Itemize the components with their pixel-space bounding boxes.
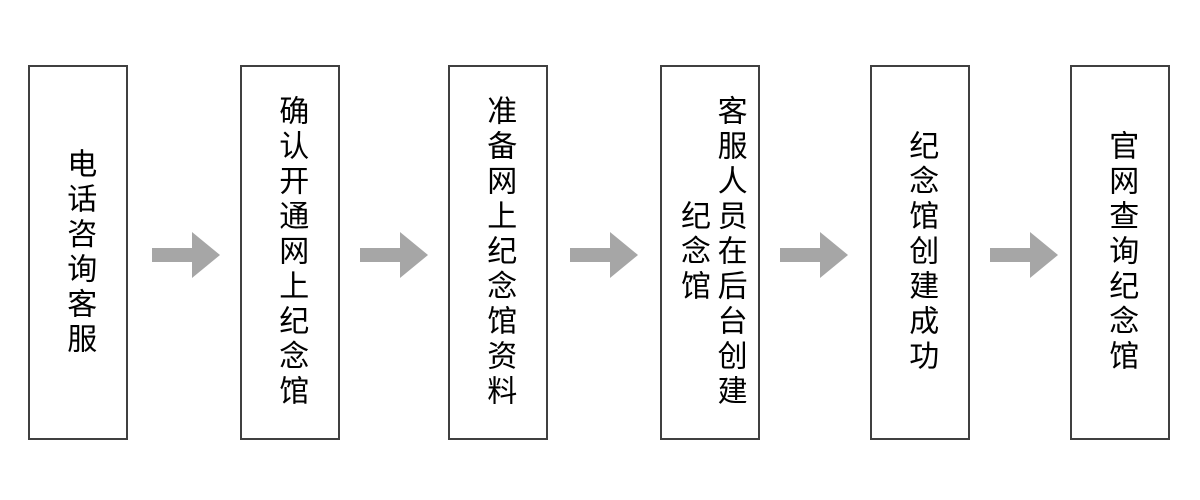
arrow-right-icon [780,232,848,278]
process-step-1[interactable]: 电话咨询客服 [28,65,128,440]
process-step-5[interactable]: 纪念馆创建成功 [870,65,970,440]
process-step-1-label: 电话咨询客服 [61,147,97,358]
process-step-4[interactable]: 客服人员在后台创建纪念馆 [660,65,760,440]
arrow-right-icon [360,232,428,278]
process-step-2[interactable]: 确认开通网上纪念馆 [240,65,340,440]
process-step-4-label: 客服人员在后台创建纪念馆 [675,95,747,410]
process-step-3[interactable]: 准备网上纪念馆资料 [448,65,548,440]
process-step-3-label: 准备网上纪念馆资料 [481,95,517,410]
process-step-6[interactable]: 官网查询纪念馆 [1070,65,1170,440]
arrow-right-icon [152,232,220,278]
process-step-2-label: 确认开通网上纪念馆 [273,95,309,410]
arrow-right-icon [990,232,1058,278]
process-step-5-label: 纪念馆创建成功 [903,130,939,375]
arrow-right-icon [570,232,638,278]
process-step-6-label: 官网查询纪念馆 [1103,130,1139,375]
